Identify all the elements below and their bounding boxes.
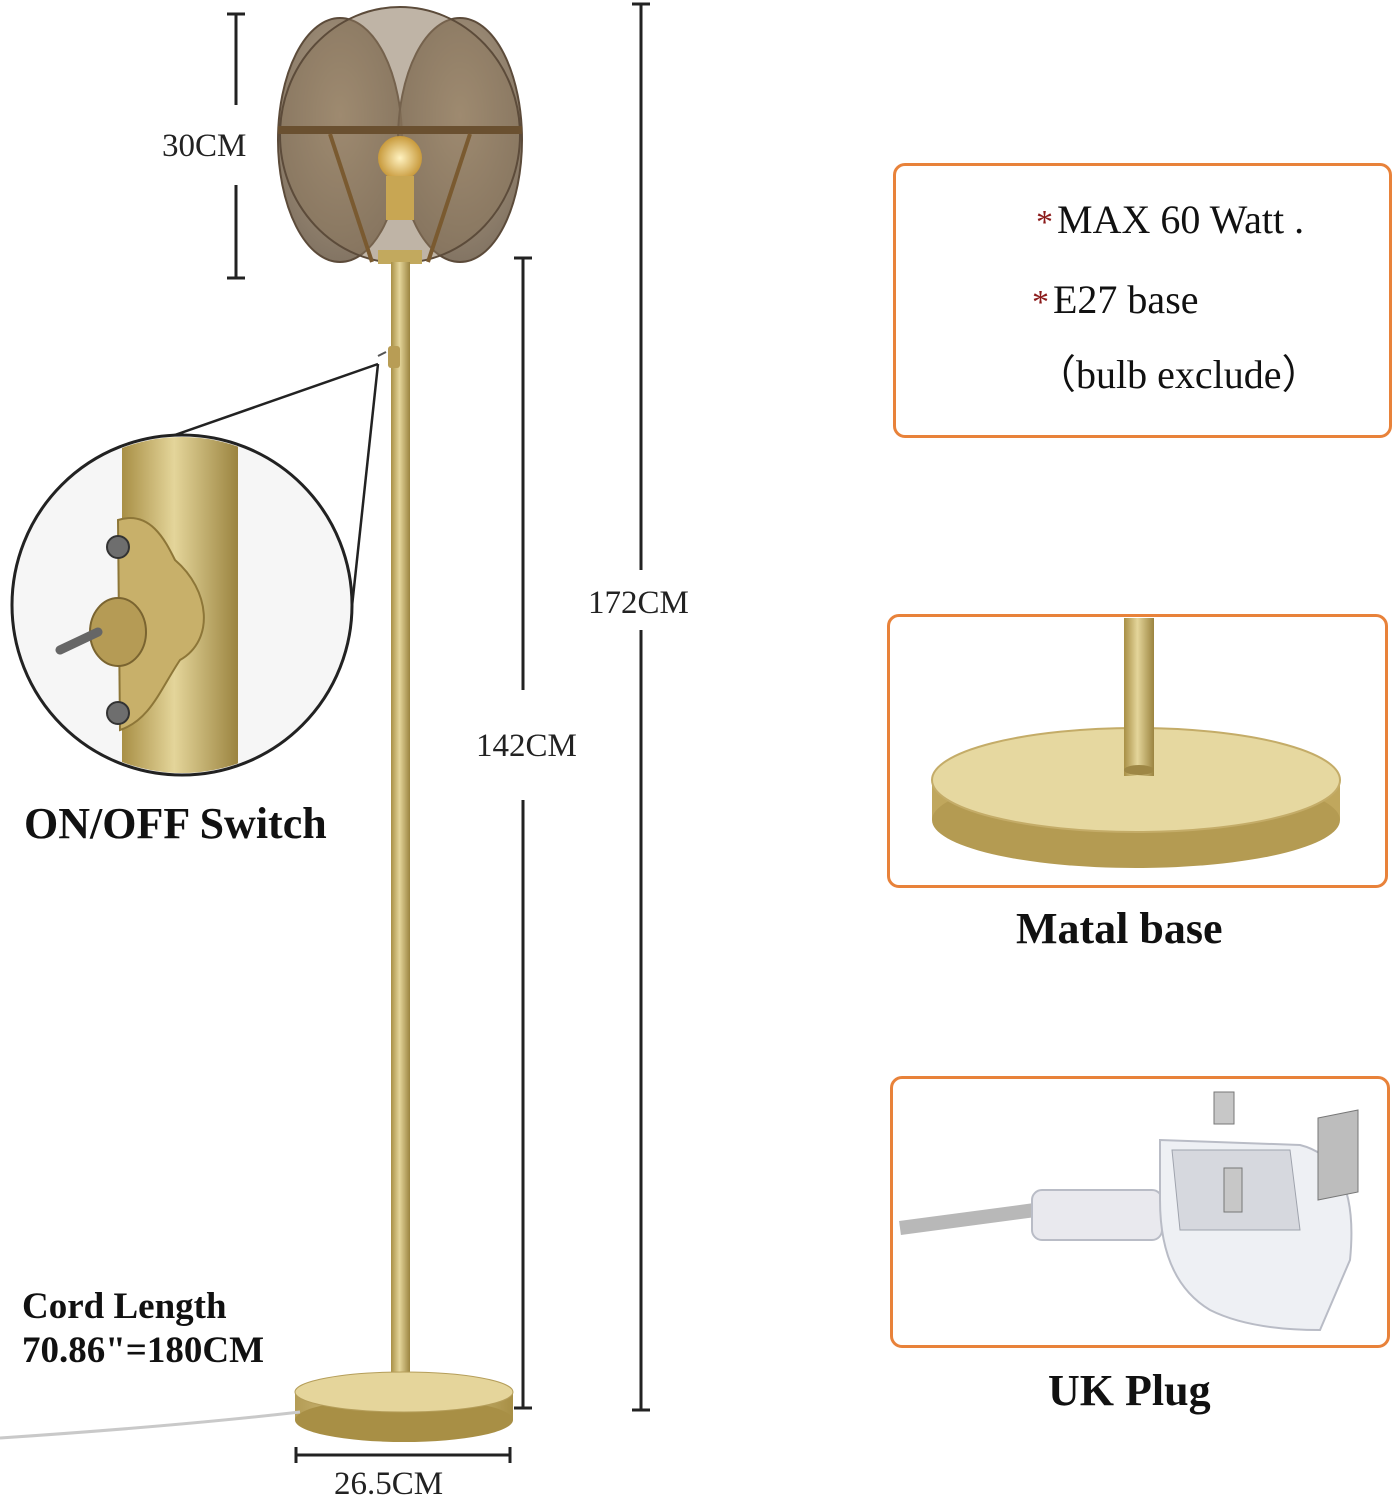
pole-height-label: 142CM bbox=[476, 728, 577, 765]
base-width-label: 26.5CM bbox=[334, 1466, 444, 1502]
max-watt-line: *MAX 60 Watt . bbox=[1036, 196, 1304, 243]
base-type-text: E27 base bbox=[1053, 277, 1199, 322]
total-height-label: 172CM bbox=[588, 585, 689, 622]
base-width-dimension bbox=[294, 1447, 512, 1463]
metal-base-caption: Matal base bbox=[1016, 904, 1223, 953]
cord-length-caption: Cord Length 70.86"=180CM bbox=[22, 1285, 264, 1373]
switch-zoom-circle bbox=[10, 433, 354, 777]
star-mark: * bbox=[1036, 204, 1053, 241]
cord-length-value: 70.86"=180CM bbox=[22, 1330, 265, 1371]
switch-caption: ON/OFF Switch bbox=[24, 799, 327, 848]
bulb-spec-box: *MAX 60 Watt . *E27 base （bulb exclude） bbox=[893, 163, 1392, 438]
uk-plug-box bbox=[890, 1076, 1390, 1348]
metal-base-closeup bbox=[931, 618, 1341, 868]
star-mark: * bbox=[1032, 284, 1049, 321]
shade-height-label: 30CM bbox=[162, 128, 247, 165]
pole-switch bbox=[377, 346, 400, 368]
lamp-shade bbox=[277, 6, 523, 264]
lamp-base bbox=[294, 1371, 514, 1442]
metal-base-box bbox=[887, 614, 1388, 888]
shade-height-dimension bbox=[227, 12, 245, 280]
lamp-pole bbox=[391, 262, 410, 1392]
cord-length-title: Cord Length bbox=[22, 1286, 227, 1327]
base-type-line: *E27 base bbox=[1032, 276, 1199, 323]
max-watt-text: MAX 60 Watt . bbox=[1057, 197, 1305, 242]
total-height-dimension bbox=[632, 2, 650, 1412]
pole-height-dimension bbox=[514, 256, 532, 1410]
uk-plug-caption: UK Plug bbox=[1048, 1366, 1211, 1415]
uk-plug-closeup bbox=[899, 1091, 1359, 1332]
power-cord bbox=[0, 1410, 301, 1440]
bulb-note: （bulb exclude） bbox=[1036, 352, 1322, 397]
